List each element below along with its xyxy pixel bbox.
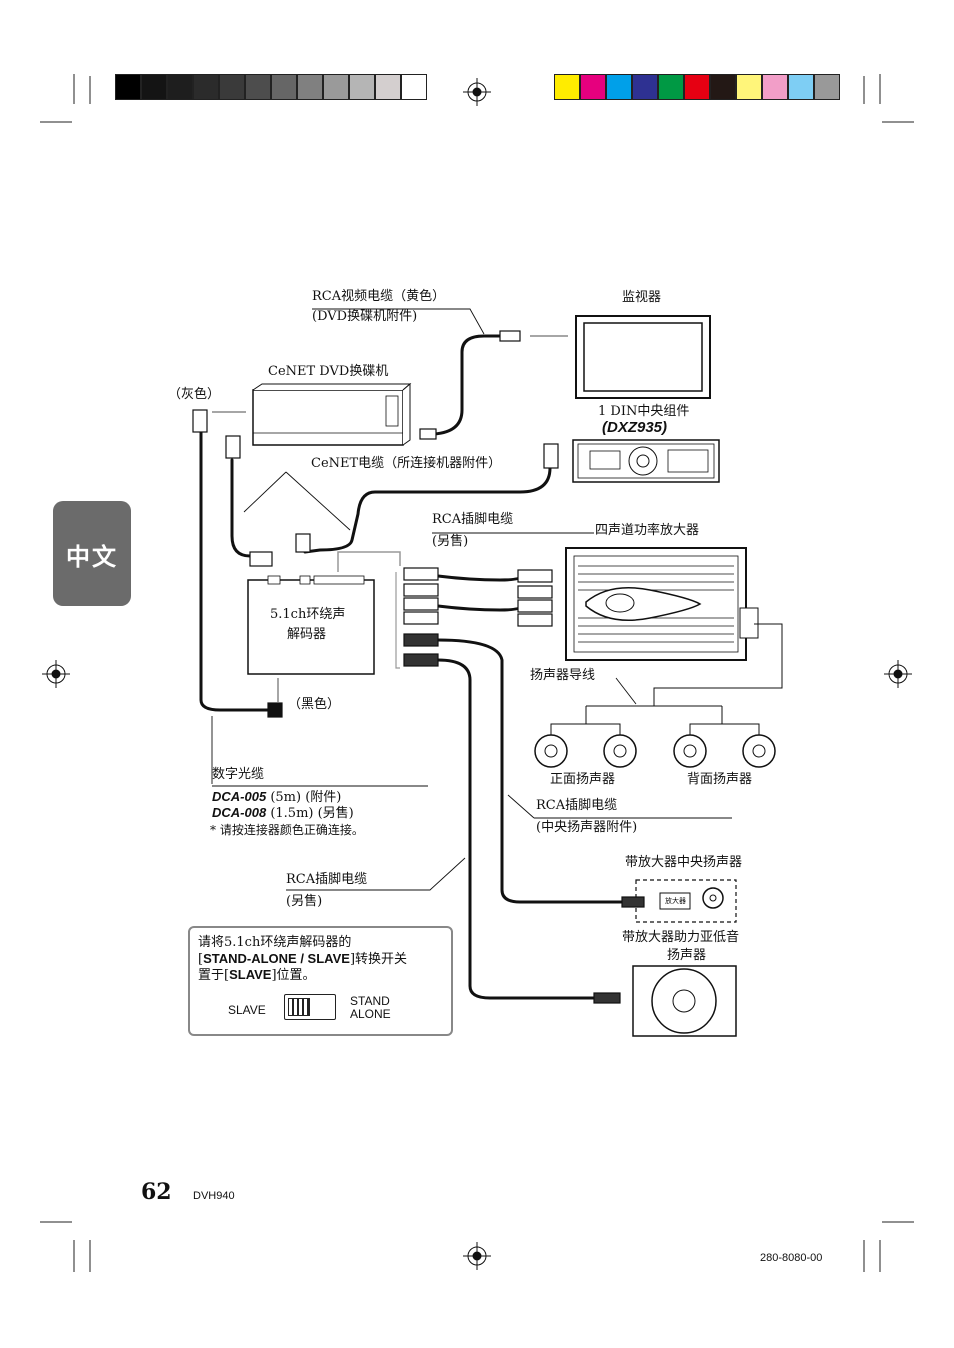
page-number: 62 xyxy=(141,1179,172,1205)
calibration-swatch xyxy=(554,74,580,100)
dca005-note: (5m) (附件) xyxy=(270,790,342,805)
note-bracket-open: [ xyxy=(198,952,204,967)
model-code: DVH940 xyxy=(193,1190,235,1202)
subwoofer-icon xyxy=(632,965,737,1037)
speaker-wire-lines xyxy=(550,623,783,735)
calibration-swatch xyxy=(245,74,271,100)
calibration-swatch xyxy=(193,74,219,100)
language-tab-label: 中文 xyxy=(66,543,118,571)
calibration-swatch xyxy=(401,74,427,100)
note-slave-position: SLAVE xyxy=(229,967,272,982)
note-line-3-tail: ]位置。 xyxy=(271,968,316,983)
rca-pin-cable-sublabel-3: (另售) xyxy=(286,894,323,909)
decoder-label-2: 解码器 xyxy=(287,627,327,642)
calibration-swatch xyxy=(606,74,632,100)
calibration-swatch xyxy=(323,74,349,100)
dxz935-label: (DXZ935) xyxy=(602,419,668,436)
monitor-icon xyxy=(575,315,711,399)
connector-plugs xyxy=(192,330,645,1004)
dvd-changer-icon xyxy=(252,382,412,446)
front-speaker-right-icon xyxy=(603,734,637,768)
calibration-swatch xyxy=(580,74,606,100)
cenet-cable-label: CeNET电缆（所连接机器附件） xyxy=(311,456,502,471)
rear-speaker-right-icon xyxy=(742,734,776,768)
rca-pin-cable-sublabel-2: (中央扬声器附件) xyxy=(536,820,638,835)
amplifier-label: 四声道功率放大器 xyxy=(595,523,700,538)
leader-lines xyxy=(211,308,732,891)
rca-video-cable-label: RCA视频电缆（黄色） xyxy=(312,289,446,304)
calibration-swatch xyxy=(349,74,375,100)
dvd-changer-label: CeNET DVD换碟机 xyxy=(268,364,389,379)
subwoofer-label-2: 扬声器 xyxy=(667,948,707,963)
rca-pin-cable-sublabel-1: (另售) xyxy=(432,534,469,549)
alone-label: ALONE xyxy=(350,1007,391,1021)
calibration-swatch xyxy=(814,74,840,100)
calibration-swatch xyxy=(736,74,762,100)
calibration-swatch xyxy=(632,74,658,100)
calibration-swatch xyxy=(375,74,401,100)
amplifier-icon xyxy=(565,547,759,661)
language-tab: 中文 xyxy=(53,501,131,606)
calibration-swatch xyxy=(788,74,814,100)
rca-pin-cable-label-2: RCA插脚电缆 xyxy=(536,798,618,813)
calibration-swatch xyxy=(684,74,710,100)
connector-note: * 请按连接器颜色正确连接。 xyxy=(210,823,364,837)
stand-alone-slave-switch[interactable] xyxy=(284,994,336,1020)
decoder-icon xyxy=(247,575,375,675)
center-speaker-icon xyxy=(635,879,737,923)
front-speaker-label: 正面扬声器 xyxy=(550,772,616,787)
dca008-note: (1.5m) (另售) xyxy=(270,806,354,821)
registration-mark-icon xyxy=(42,78,912,1270)
calibration-swatch xyxy=(658,74,684,100)
calibration-swatch xyxy=(115,74,141,100)
calibration-swatch xyxy=(762,74,788,100)
gray-label: （灰色） xyxy=(168,387,221,402)
center-speaker-label: 带放大器中央扬声器 xyxy=(625,855,743,870)
calibration-swatch xyxy=(297,74,323,100)
dca008-model: DCA-008 xyxy=(212,805,267,820)
amp-small-label: 放大器 xyxy=(665,897,686,905)
note-line-2-tail: ]转换开关 xyxy=(349,952,408,967)
head-unit-icon xyxy=(572,439,720,483)
stand-label: STAND xyxy=(350,994,390,1008)
monitor-label: 监视器 xyxy=(622,290,662,305)
calibration-swatch xyxy=(167,74,193,100)
subwoofer-label-1: 带放大器助力亚低音 xyxy=(622,930,740,945)
calibration-swatch xyxy=(141,74,167,100)
calibration-swatch xyxy=(271,74,297,100)
slave-label: SLAVE xyxy=(228,1003,266,1017)
speaker-wire-label: 扬声器导线 xyxy=(530,668,596,683)
switch-note-box: 请将5.1ch环绕声解码器的 [STAND-ALONE / SLAVE]转换开关… xyxy=(188,926,453,1036)
rca-video-cable-sublabel: (DVD换碟机附件) xyxy=(312,309,418,324)
calibration-swatch xyxy=(219,74,245,100)
dca005-model: DCA-005 xyxy=(212,789,267,804)
decoder-label-1: 5.1ch环绕声 xyxy=(270,607,346,622)
document-code: 280-8080-00 xyxy=(760,1252,823,1264)
front-speaker-left-icon xyxy=(534,734,568,768)
rear-speaker-label: 背面扬声器 xyxy=(687,772,753,787)
black-label: （黑色） xyxy=(288,697,341,712)
rca-pin-cable-label-1: RCA插脚电缆 xyxy=(432,512,514,527)
note-line-3-head: 置于[ xyxy=(198,968,230,983)
rear-speaker-left-icon xyxy=(673,734,707,768)
note-switch-name: STAND-ALONE / SLAVE xyxy=(203,951,350,966)
crop-marks xyxy=(40,74,914,1272)
note-line-1: 请将5.1ch环绕声解码器的 xyxy=(198,935,352,950)
calibration-swatch xyxy=(710,74,736,100)
optical-cable-label: 数字光缆 xyxy=(212,767,265,782)
rca-pin-cable-label-3: RCA插脚电缆 xyxy=(286,872,368,887)
switch-knob xyxy=(288,998,310,1016)
din-unit-label: 1 DIN中央组件 xyxy=(598,404,690,419)
